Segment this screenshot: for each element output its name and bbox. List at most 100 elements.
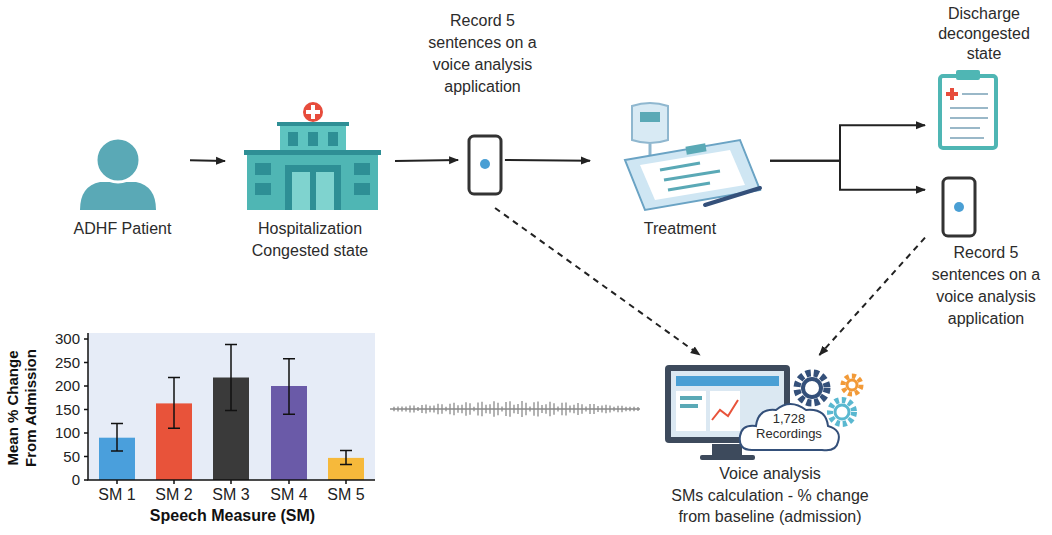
- hospital-icon-part: [247, 152, 378, 210]
- category-label: SM 4: [261, 486, 317, 504]
- patient-icon-part: [80, 182, 156, 210]
- discharge-icon-part-part: [950, 127, 980, 129]
- bar-chart-part-part: [225, 345, 237, 411]
- hospital-icon-part-part: [308, 132, 318, 146]
- cloud-shape: [740, 404, 839, 450]
- icon-node: Voice analysisSMs calculation - % change…: [640, 355, 900, 535]
- computer-icon-part: [710, 391, 740, 431]
- bar-chart-part-part: [340, 450, 352, 464]
- computer-icon-part: [700, 455, 755, 460]
- treatment-icon-part: [632, 103, 668, 143]
- hospital-icon-part: [292, 172, 310, 210]
- gear-icon-part: [847, 380, 857, 390]
- caption-text: Treatment: [590, 218, 770, 239]
- treatment-icon-part: [640, 112, 660, 122]
- discharge-icon-part-part: [962, 93, 988, 95]
- category-label: SM 1: [89, 486, 145, 504]
- discharge-icon-part: [940, 76, 996, 148]
- dashed-arrow: [819, 238, 925, 355]
- computer-icon-part: [676, 391, 706, 431]
- treatment-icon-part: [685, 143, 706, 154]
- bar-chart-part: [88, 333, 375, 480]
- axis-tick-label: 150: [46, 401, 80, 419]
- caption-text: 1,728 Recordings: [745, 411, 833, 441]
- gear-icon-part: [797, 373, 827, 403]
- axis-tick-label: 300: [46, 330, 80, 348]
- treatment-icon-part: [660, 163, 720, 190]
- bar-chart-part: [84, 333, 375, 484]
- axis-title: Mean % Change From Admission: [4, 338, 40, 478]
- icon-node: Treatment: [590, 100, 770, 241]
- gear-icon-part: [835, 405, 849, 419]
- treatment-icon-part: [640, 150, 745, 200]
- caption-text: Congested state: [225, 240, 395, 261]
- axis-tick-label: 50: [46, 448, 80, 466]
- computer-icon-part: [680, 396, 702, 400]
- treatment-icon-part: [705, 188, 760, 205]
- phone-icon-part: [943, 178, 975, 236]
- hospital-icon-part-part: [255, 183, 271, 195]
- flow-arrow: [395, 159, 458, 162]
- discharge-icon-part: [950, 94, 988, 138]
- gear-icon-part: [830, 400, 854, 424]
- waveform-connector: [390, 401, 640, 417]
- discharge-icon-part: [946, 92, 958, 96]
- category-label: SM 3: [203, 486, 259, 504]
- treatment-icon-part-part: [668, 183, 710, 190]
- flow-arrow: [190, 159, 225, 162]
- phone-icon: [943, 178, 975, 236]
- axis-tick-label: 250: [46, 354, 80, 372]
- computer-icon-part: [712, 444, 742, 456]
- patient-icon-part: [96, 138, 140, 182]
- hospital-icon-part-part: [255, 163, 271, 175]
- caption-text: Voice analysis: [640, 463, 900, 484]
- category-label: SM 2: [146, 486, 202, 504]
- icon-node: ADHF Patient: [55, 140, 190, 241]
- treatment-icon-part-part: [664, 171, 720, 180]
- caption-text: Record 5 sentences on a voice analysis a…: [925, 242, 1047, 330]
- hospital-icon-part-part: [354, 163, 370, 175]
- bar-chart-part-part: [84, 339, 88, 480]
- caption-text: SMs calculation - % change from baseline…: [662, 485, 878, 527]
- phone-icon: [469, 136, 501, 194]
- discharge-icon-part-part: [950, 137, 984, 139]
- phone-icon-part: [954, 202, 964, 212]
- phone-icon-part: [469, 136, 501, 194]
- discharge-icon-part-part: [950, 117, 988, 119]
- hospital-icon-part: [255, 132, 370, 210]
- bar-chart-part-part: [117, 480, 346, 484]
- discharge-icon-part-part: [950, 107, 988, 109]
- treatment-icon-part-part: [660, 163, 700, 170]
- hospital-icon-part: [303, 102, 323, 122]
- gear-icon-part: [843, 376, 861, 394]
- hospital-icon-part: [277, 122, 349, 126]
- hospital-icon-part-part: [285, 165, 341, 210]
- flow-arrow: [770, 161, 925, 190]
- discharge-icon-part: [956, 70, 980, 80]
- axis-tick-label: 100: [46, 424, 80, 442]
- axis-tick-label: 200: [46, 377, 80, 395]
- icon-node: Record 5 sentences on a voice analysis a…: [925, 170, 1050, 335]
- flow-arrow: [505, 159, 590, 162]
- treatment-icon-part: [625, 140, 760, 210]
- icon-node: HospitalizationCongested state: [225, 115, 395, 263]
- caption-text: Record 5 sentences on a voice analysis a…: [420, 10, 545, 98]
- hospital-icon-part-part: [328, 132, 338, 146]
- bar-chart-part-part: [111, 424, 123, 451]
- caption-text: Discharge decongested state: [925, 4, 1043, 64]
- hospital-icon-part: [316, 172, 334, 210]
- icon-node: Record 5 sentences on a voice analysis a…: [400, 8, 565, 208]
- phone-icon-part: [473, 144, 497, 186]
- treatment-icon: [625, 103, 760, 210]
- axis-tick-label: 0: [46, 471, 80, 489]
- hospital-icon-part-part: [354, 183, 370, 195]
- computer-icon-part: [676, 376, 779, 386]
- caption-text: ADHF Patient: [55, 218, 190, 239]
- computer-icon-part: [712, 400, 738, 420]
- discharge-icon: [940, 70, 996, 148]
- gear-icon-part: [803, 379, 821, 397]
- caption-text: Hospitalization: [225, 218, 395, 239]
- hospital-icon-part: [280, 124, 346, 154]
- bar-chart-part-part: [168, 378, 180, 429]
